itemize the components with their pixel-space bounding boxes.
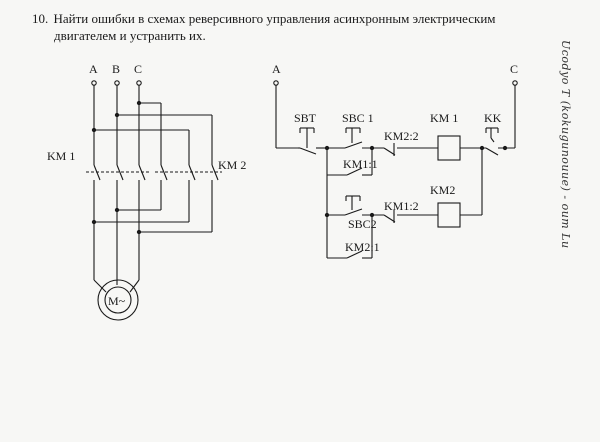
label-km1-power: KM 1	[47, 149, 75, 163]
label-km2-power: KM 2	[218, 158, 246, 172]
task-text-line1: Найти ошибки в схемах реверсивного управ…	[53, 11, 496, 26]
label-control-a: A	[272, 62, 281, 76]
motor-inner-icon	[104, 286, 132, 314]
km2-coil-icon	[437, 202, 461, 228]
motor-outer-icon	[97, 279, 139, 321]
km1-2-contact-icon	[383, 210, 396, 223]
sbc2-button-icon	[344, 195, 363, 216]
terminal-c	[136, 80, 142, 86]
terminal-a	[91, 80, 97, 86]
km2-2-contact-icon	[383, 143, 396, 156]
label-km2-1: KM2:1	[345, 240, 380, 254]
handwritten-note: Ucodyo T (kokugunouue) - oum Lu	[559, 40, 572, 249]
label-kk: KK	[484, 111, 502, 125]
label-phase-b: B	[112, 62, 120, 76]
km1-coil-icon	[437, 135, 461, 161]
label-motor: M~	[108, 294, 126, 308]
label-sbc2: SBC2	[348, 217, 377, 231]
task-number: 10.	[32, 11, 49, 26]
label-km1-1: KM1:1	[343, 157, 378, 171]
control-terminal-c	[512, 80, 518, 86]
label-phase-c: C	[134, 62, 142, 76]
label-km2-2: KM2:2	[384, 129, 419, 143]
label-km2-coil: KM2	[430, 183, 455, 197]
label-sbt: SBT	[294, 111, 317, 125]
kk-contact-icon	[485, 127, 499, 156]
label-km1-coil: KM 1	[430, 111, 458, 125]
control-terminal-a	[273, 80, 279, 86]
label-km1-2: KM1:2	[384, 199, 419, 213]
power-circuit	[86, 80, 222, 321]
task-text-line2: двигателем и устранить их.	[54, 28, 206, 43]
label-sbc1: SBC 1	[342, 111, 374, 125]
terminal-b	[114, 80, 120, 86]
label-phase-a: A	[89, 62, 98, 76]
sbt-button-icon	[298, 127, 325, 155]
control-circuit	[273, 80, 518, 259]
task-statement: 10. Найти ошибки в схемах реверсивного у…	[32, 10, 552, 44]
sbc1-button-icon	[344, 127, 363, 149]
label-control-c: C	[510, 62, 518, 76]
